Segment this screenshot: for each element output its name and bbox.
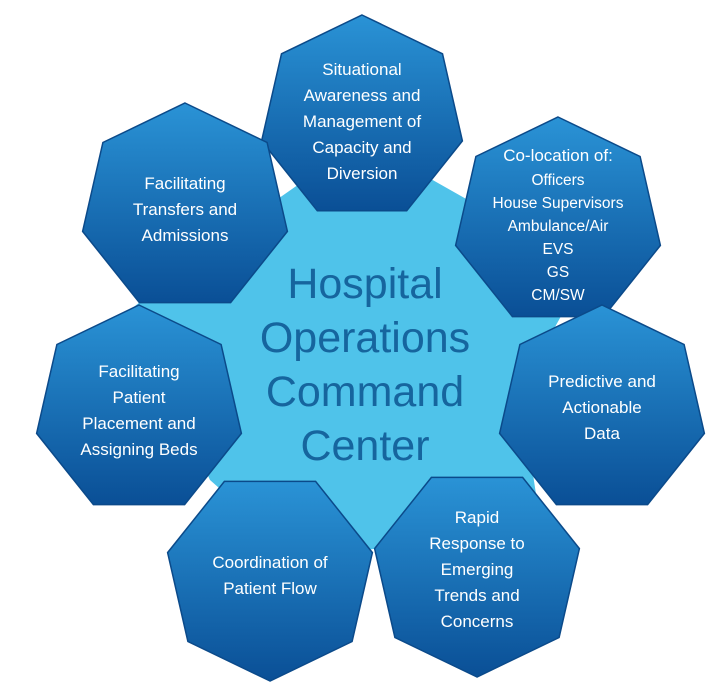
node-text: EVS [542, 241, 574, 258]
node-text: Actionable [562, 398, 642, 417]
heptagon-co-location [454, 116, 662, 318]
node-text: Rapid [454, 508, 500, 527]
node-text: Placement and [82, 414, 196, 433]
node-heading: Co-location of: [503, 146, 613, 165]
node-text: Coordination of [212, 553, 328, 572]
node-text: Patient [112, 388, 166, 407]
node-rapid-response: Rapid Response to Emerging Trends and Co… [397, 500, 557, 640]
node-text: Diversion [326, 164, 398, 183]
node-text: Assigning Beds [80, 440, 198, 459]
center-title: Hospital Operations Command Center [215, 245, 515, 485]
heptagon-situational-awareness [260, 14, 464, 212]
node-text: Capacity and [312, 138, 412, 157]
node-text: Emerging [440, 560, 514, 579]
heptagon-transfers-admissions [81, 102, 289, 304]
node-text: House Supervisors [492, 195, 624, 212]
heptagon-predictive-data [498, 304, 706, 506]
node-text: Patient Flow [223, 579, 317, 598]
node-text: Facilitating [98, 362, 180, 381]
node-transfers-admissions: Facilitating Transfers and Admissions [105, 168, 265, 252]
node-predictive-data: Predictive and Actionable Data [522, 360, 682, 456]
heptagon-rapid-response [373, 476, 581, 678]
node-text: Concerns [440, 612, 514, 631]
node-text: Response to [429, 534, 525, 553]
node-text: CM/SW [531, 287, 585, 304]
node-text: Awareness and [303, 86, 421, 105]
node-text: GS [546, 264, 570, 281]
node-patient-placement: Facilitating Patient Placement and Assig… [59, 355, 219, 467]
center-title-line: Operations [259, 314, 471, 362]
node-text: Transfers and [132, 200, 238, 219]
heptagon-patient-flow [166, 480, 374, 682]
node-text: Trends and [434, 586, 520, 605]
node-text: Situational [322, 60, 402, 79]
node-text: Data [584, 424, 620, 443]
node-text: Admissions [141, 226, 229, 245]
center-title-line: Center [300, 422, 430, 470]
heptagon-patient-placement [35, 304, 243, 506]
node-situational-awareness: Situational Awareness and Management of … [282, 52, 442, 192]
node-text: Management of [302, 112, 422, 131]
node-patient-flow: Coordination of Patient Flow [190, 538, 350, 614]
node-text: Facilitating [144, 174, 226, 193]
node-co-location: Co-location of: Officers House Superviso… [478, 140, 638, 310]
node-text: Ambulance/Air [507, 218, 609, 235]
center-title-line: Hospital [287, 260, 443, 308]
node-text: Officers [531, 172, 585, 189]
node-text: Predictive and [548, 372, 656, 391]
center-title-line: Command [265, 368, 465, 416]
